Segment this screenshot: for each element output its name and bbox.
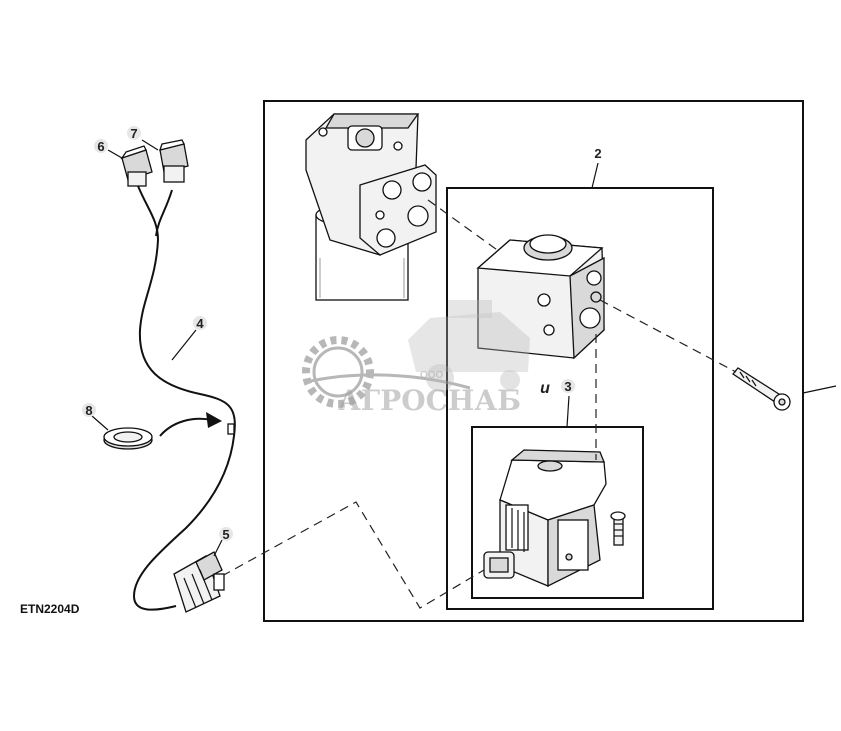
callout-8: 8 <box>85 403 92 418</box>
watermark-prefix: ООО <box>420 370 444 381</box>
leader-4 <box>171 329 197 361</box>
callout-5-bubble <box>219 527 233 541</box>
install-arrow <box>159 417 213 437</box>
outer-frame <box>263 100 804 622</box>
leader-line-right <box>802 385 837 394</box>
leader-3 <box>566 395 570 428</box>
leader-6 <box>107 149 123 159</box>
connector-5 <box>173 551 225 613</box>
valve-block <box>476 234 605 360</box>
dashed-line-bolt <box>599 299 737 373</box>
callout-7-bubble <box>127 126 141 140</box>
leader-2 <box>591 162 599 189</box>
callout-4: 4 <box>196 316 204 331</box>
callout-6-bubble <box>94 139 108 153</box>
assembly-2-frame <box>446 187 714 610</box>
callout-8-bubble <box>82 403 96 417</box>
watermark: ООО АГРОСНАБ <box>302 300 530 417</box>
connector-6 <box>120 145 153 187</box>
leader-7 <box>141 139 159 151</box>
callout-5: 5 <box>222 527 229 542</box>
callout-7: 7 <box>130 126 137 141</box>
bolt-part <box>732 367 791 411</box>
callout-4-bubble <box>193 316 207 330</box>
connector-7 <box>159 139 189 183</box>
callout-3-bubble <box>561 379 575 393</box>
watermark-gear-icon <box>302 336 374 408</box>
install-arrow-head <box>206 412 222 428</box>
screw-part <box>610 511 626 546</box>
cap-part <box>103 427 153 450</box>
wiring-harness <box>132 185 236 611</box>
dashed-line-valve <box>427 199 501 253</box>
callout-6: 6 <box>97 139 104 154</box>
leader-5 <box>213 539 223 557</box>
drawing-code: ETN2204D <box>20 602 80 616</box>
assembly-3-frame <box>471 426 644 599</box>
steering-unit <box>305 113 437 301</box>
watermark-name: АГРОСНАБ <box>338 384 521 417</box>
callout-2: 2 <box>594 146 601 161</box>
actuator-module <box>483 449 607 588</box>
callout-u: u <box>540 380 550 397</box>
leader-8 <box>91 415 109 431</box>
dashed-line-harness <box>221 501 485 609</box>
callout-3: 3 <box>564 379 571 394</box>
watermark-harvester-icon <box>408 300 530 392</box>
